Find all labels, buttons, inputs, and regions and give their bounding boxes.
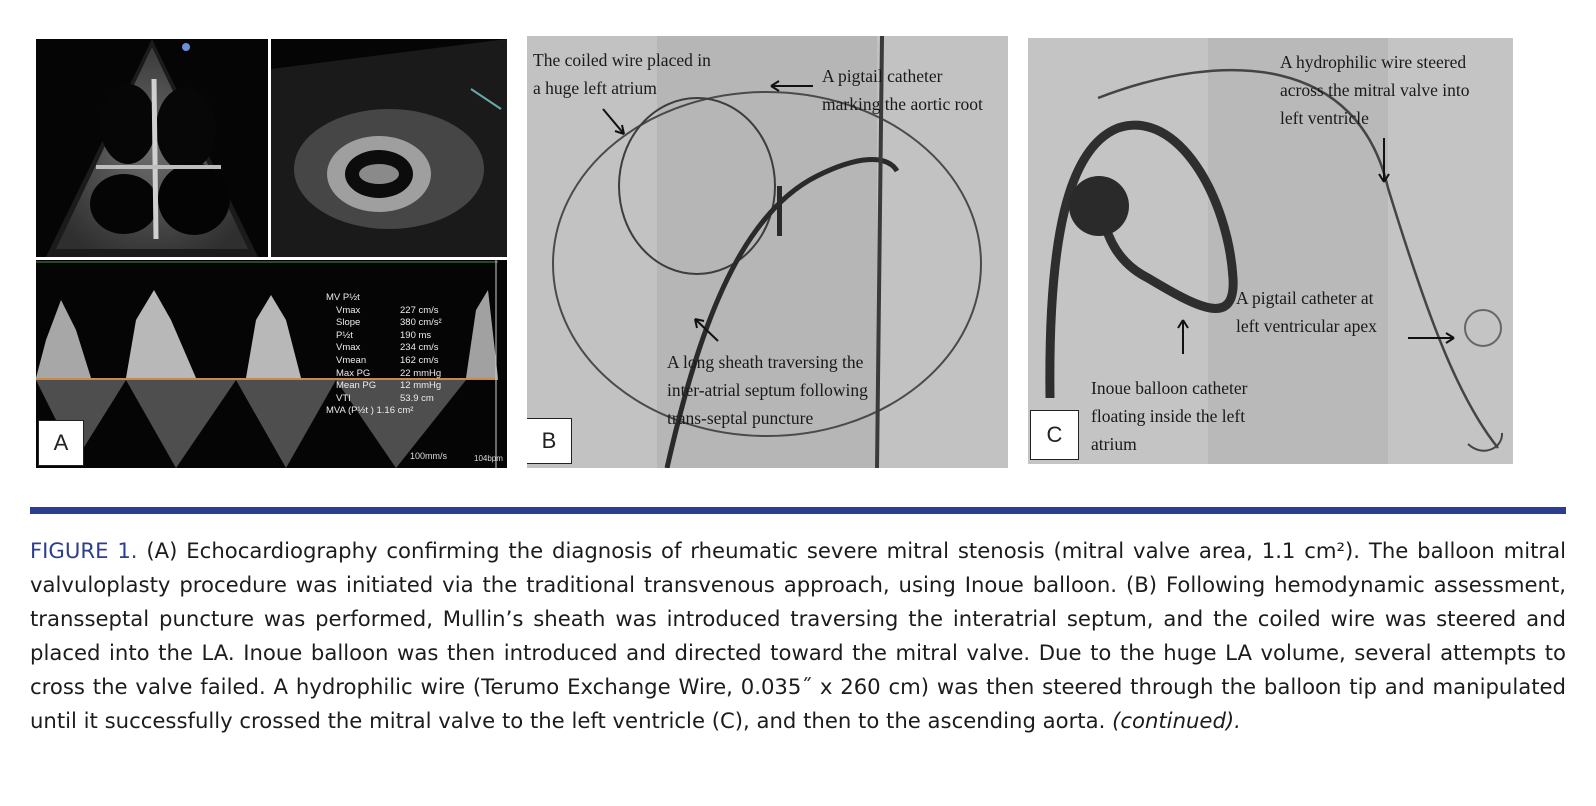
annotation-hydrophilic-wire: A hydrophilic wire steered across the mi… [1280, 52, 1470, 128]
arrow-coiled-wire [602, 108, 625, 135]
panel-b-label: B [527, 418, 572, 464]
arrows-b [602, 80, 813, 342]
measurement-value: 162 cm/s [400, 354, 439, 366]
figure-caption: FIGURE 1. (A) Echocardiography confirmin… [30, 534, 1566, 738]
arrows-c [1177, 138, 1455, 354]
measurement-name: Vmax [336, 304, 361, 316]
annotation-inoue-balloon: Inoue balloon catheter floating inside t… [1091, 378, 1248, 454]
annotation-pigtail-apex: A pigtail catheter at left ventricular a… [1236, 288, 1377, 336]
panel-a-label: A [38, 420, 84, 466]
figure-label: FIGURE 1. [30, 538, 138, 563]
measurement-value: 190 ms [400, 329, 432, 341]
echo-shortaxis-image [271, 39, 507, 257]
fluoroscopy-image-c [1028, 38, 1513, 464]
measurement-name: Vmax [336, 342, 361, 354]
measurement-value: 227 cm/s [400, 304, 439, 316]
measurement-name: Vmean [336, 354, 367, 366]
measurement-name: Mean PG [336, 380, 377, 392]
measurement-value: 380 cm/s² [400, 317, 442, 329]
measurement-name: Slope [336, 317, 361, 329]
measurement-name: Max PG [336, 367, 371, 379]
doppler-tracing [36, 260, 498, 468]
echo-4chamber-image [46, 39, 258, 257]
panel-a-echo-shortaxis [271, 39, 507, 257]
doppler-measurements: MV P½t Vmax 227 cm/s Slope 380 cm/s² P½t 19… [326, 292, 442, 418]
measurement-name: VTI [336, 392, 351, 404]
caption-divider [30, 507, 1566, 514]
fluoroscopy-image-b [527, 36, 1008, 468]
caption-text: (A) Echocardiography confirming the diag… [30, 538, 1566, 733]
measurement-name: P½t [336, 329, 353, 341]
annotation-pigtail-aortic-root: A pigtail catheter marking the aortic ro… [822, 66, 983, 114]
arrow-sheath [694, 318, 719, 342]
mitral-valve-area: MVA (P½t ) 1.16 cm² [326, 405, 414, 417]
measurements-header: MV P½t [326, 292, 360, 303]
doppler-speed: 100mm/s [410, 451, 448, 461]
panel-a-echo-4chamber [36, 39, 268, 257]
measurement-value: 53.9 cm [400, 392, 434, 404]
measurement-value: 234 cm/s [400, 342, 439, 354]
panel-c-fluoroscopy: A hydrophilic wire steered across the mi… [1028, 38, 1513, 464]
annotation-coiled-wire: The coiled wire placed in a huge left at… [533, 50, 711, 98]
caption-continued: (continued). [1112, 708, 1241, 733]
panel-b-fluoroscopy: The coiled wire placed in a huge left at… [527, 36, 1008, 468]
measurement-value: 12 mmHg [400, 380, 442, 392]
annotation-long-sheath: A long sheath traversing the inter-atria… [667, 352, 868, 428]
measurement-value: 22 mmHg [400, 367, 442, 379]
panel-a-doppler: A 100mm/s 104bpm [36, 260, 507, 468]
panel-c-label: C [1030, 410, 1079, 460]
doppler-heart-rate: 104bpm [474, 454, 503, 463]
